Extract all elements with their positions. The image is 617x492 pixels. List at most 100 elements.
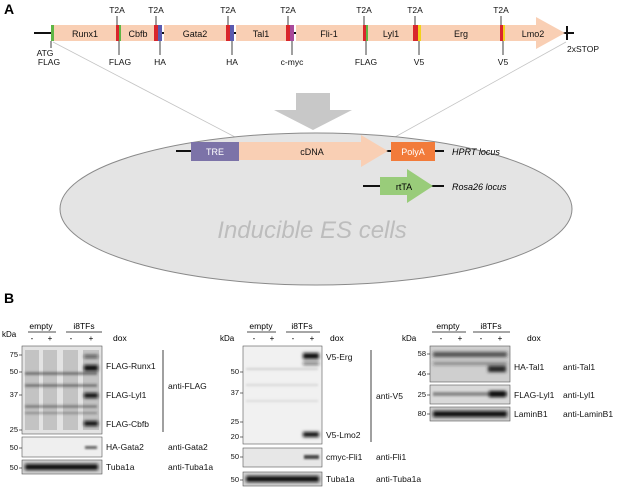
polya-box [391, 142, 435, 161]
blot3-lane4-sign: + [498, 334, 503, 343]
blot1-lane3-sign: - [70, 334, 73, 343]
blot3-band-lyl1-bg [433, 392, 507, 396]
gene-label-runx1: Runx1 [72, 29, 98, 39]
panel-b-label: B [4, 290, 14, 306]
tag-label-flag3: FLAG [355, 57, 377, 67]
gene-block-tal1 [236, 25, 286, 41]
gene-block-erg [421, 25, 500, 41]
down-arrow [274, 93, 352, 130]
tag-flag-3 [365, 25, 368, 41]
gene-label-fli1: Fli-1 [320, 29, 338, 39]
tag-label-cmyc: c-myc [281, 57, 304, 67]
blot3-band-label-tal1: HA-Tal1 [514, 362, 545, 372]
tag-label-ha1: HA [154, 57, 166, 67]
tag-label-v5b: V5 [498, 57, 509, 67]
blot1-bg-band-4 [25, 412, 97, 414]
t2a-6 [413, 25, 418, 41]
blot1-band-cbfb [84, 421, 98, 426]
gene-label-gata2: Gata2 [183, 29, 208, 39]
tre-box [191, 142, 239, 161]
rtta-label: rtTA [396, 182, 412, 192]
tag-flag-1 [51, 25, 54, 41]
blot2-band-label-fli1: cmyc-Fli1 [326, 452, 363, 462]
blot2-band-lmo2 [303, 432, 319, 437]
blot1-band-label-cbfb: FLAG-Cbfb [106, 419, 149, 429]
blot1-kda: kDa [2, 330, 17, 339]
blot3-band-tal1-mid [433, 362, 507, 365]
tag-label-stop: 2xSTOP [567, 44, 599, 54]
blot2-ladder-25: 25 [231, 417, 239, 426]
blot3-antibody-tal1: anti-Tal1 [563, 362, 595, 372]
t2a-label-6: T2A [407, 5, 423, 15]
gene-label-lyl1: Lyl1 [383, 29, 399, 39]
blot1-antibody-tuba: anti-Tuba1a [168, 462, 213, 472]
blot2-antibody-fli1: anti-Fli1 [376, 452, 407, 462]
t2a-label-7: T2A [493, 5, 509, 15]
blot2-ladder-50c: 50 [231, 475, 239, 484]
blot2-antibody-v5: anti-V5 [376, 391, 403, 401]
tag-label-v5a: V5 [414, 57, 425, 67]
tag-label-flag1: FLAG [38, 57, 60, 67]
blot2-i8tfs-label: i8TFs [291, 321, 312, 331]
blot3-band-label-lyl1: FLAG-Lyl1 [514, 390, 555, 400]
gene-block-cbfb [121, 25, 154, 41]
gene-block-fli1 [296, 25, 363, 41]
blot3-ladder-80: 80 [418, 409, 426, 418]
blot3-lane1-sign: - [440, 334, 443, 343]
blot1-band-tuba [25, 464, 98, 470]
gene-block-runx1 [53, 25, 116, 41]
t2a-label-1: T2A [109, 5, 125, 15]
blot2-band-label-lmo2: V5-Lmo2 [326, 430, 361, 440]
blot3-band-label-lamin: LaminB1 [514, 409, 548, 419]
blot3-band-lyl1 [489, 391, 506, 397]
zoom-line-left [52, 41, 236, 138]
es-cell-ellipse [59, 132, 573, 286]
cell-label: Inducible ES cells [217, 217, 406, 244]
blot2-ladder-20: 20 [231, 432, 239, 441]
blot1-lane1-sign: - [31, 334, 34, 343]
t2a-1 [116, 25, 119, 41]
blot1-ladder-50c: 50 [10, 463, 18, 472]
gene-block-lmo2-arrow [505, 17, 565, 49]
blot1-band-lyl1 [84, 393, 98, 398]
tag-flag-2 [118, 25, 121, 41]
blot2-band-fli1 [304, 455, 319, 459]
blot3-dox-label: dox [527, 333, 541, 343]
blot2-lane3-sign: - [292, 334, 295, 343]
t2a-label-5: T2A [356, 5, 372, 15]
blot2-ladder-37: 37 [231, 388, 239, 397]
t2a-4 [286, 25, 290, 41]
blot-2: kDa empty i8TFs - + - + dox 50 37 25 20 [220, 321, 421, 487]
gene-label-cbfb: Cbfb [128, 29, 147, 39]
tag-v5-2 [502, 25, 505, 41]
blot1-band-label-tuba: Tuba1a [106, 462, 135, 472]
blot3-kda: kDa [402, 334, 417, 343]
blot1-lane2-smear [43, 350, 57, 430]
tag-ha-1 [158, 25, 162, 41]
blot2-bg-band-3 [246, 400, 318, 402]
blot1-band-runx1-upper [84, 355, 98, 358]
blot1-lane1-smear [25, 350, 39, 430]
blot1-band-runx1 [84, 365, 98, 371]
blot2-membrane-main [242, 345, 323, 445]
blot2-band-label-erg: V5-Erg [326, 352, 353, 362]
blot1-empty-label: empty [29, 321, 53, 331]
blot-3: kDa empty i8TFs - + - + dox 58 46 25 80 [402, 321, 613, 422]
blot3-empty-label: empty [436, 321, 460, 331]
blot2-ladder-50: 50 [231, 367, 239, 376]
blot1-band-label-gata2: HA-Gata2 [106, 442, 144, 452]
blot-1: kDa empty i8TFs - + - + dox [2, 321, 213, 475]
blot1-bg-band-2 [25, 384, 97, 387]
blot1-bg-band-3 [25, 405, 97, 408]
blot2-ladder-50b: 50 [231, 452, 239, 461]
t2a-3 [226, 25, 230, 41]
panel-a-label: A [4, 1, 14, 17]
blot1-lane2-sign: + [48, 334, 53, 343]
blot2-lane4-sign: + [310, 334, 315, 343]
blot3-band-tal1-top [433, 352, 507, 357]
blot2-bg-band-1 [246, 368, 318, 370]
blot2-lane1-sign: - [253, 334, 256, 343]
zoom-line-right [394, 41, 567, 138]
t2a-label-4: T2A [280, 5, 296, 15]
blot3-lane3-sign: - [480, 334, 483, 343]
